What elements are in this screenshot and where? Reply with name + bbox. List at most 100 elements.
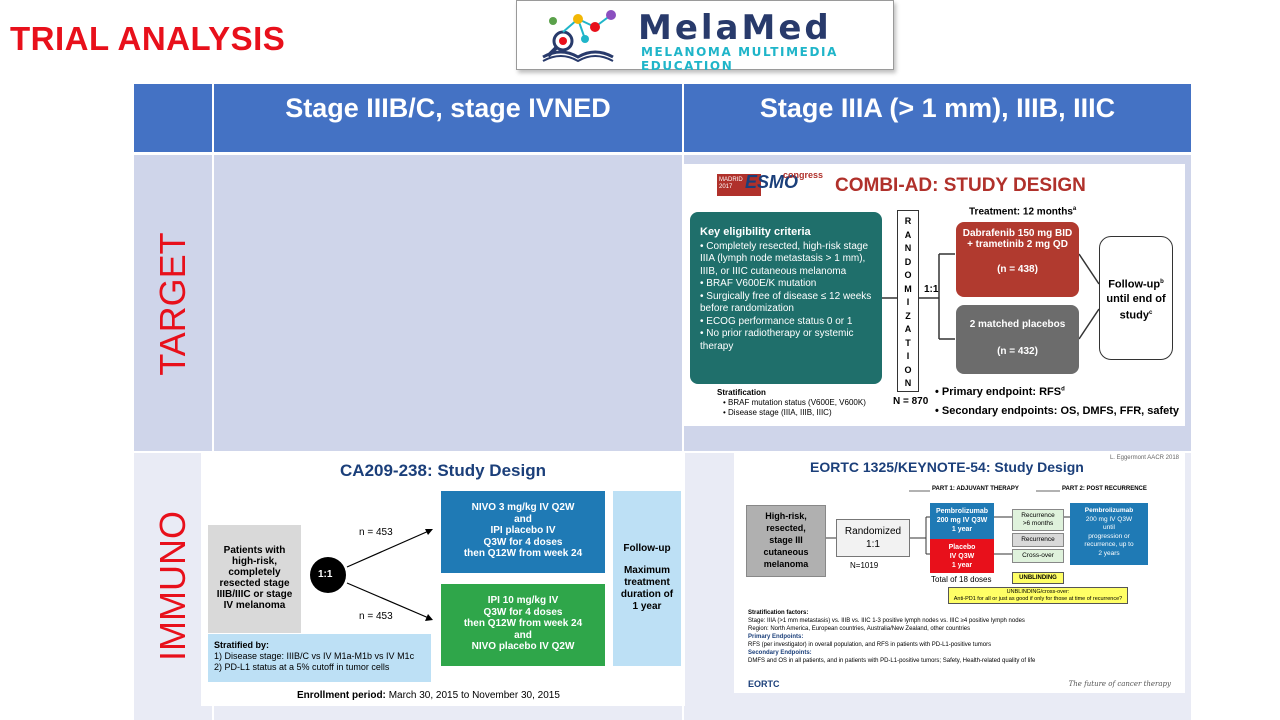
- followup-text2: until end of study: [1106, 292, 1166, 322]
- keynote-part1: PART 1: ADJUVANT THERAPY: [932, 486, 1019, 492]
- strat-item: Stage: IIIA (>1 mm metastasis) vs. IIIB …: [748, 618, 1025, 624]
- secondary-item: DMFS and OS in all patients, and in pati…: [748, 658, 1036, 664]
- esmo-madrid: MADRID: [719, 177, 743, 183]
- stratified-item: 2) PD-L1 status at a 5% cutoff in tumor …: [214, 662, 390, 672]
- treatment-text: Treatment: 12 months: [969, 206, 1073, 218]
- stratified-item: 1) Disease stage: IIIB/C vs IV M1a-M1b v…: [214, 651, 415, 661]
- patients-line: stage III: [769, 535, 803, 545]
- eligibility-box: Key eligibility criteria • Completely re…: [690, 212, 882, 384]
- slide-title: TRIAL ANALYSIS: [10, 20, 286, 57]
- esmo-word: ESMO: [745, 172, 799, 192]
- keynote-unblinding-note: UNBLINDING/cross-over: Anti-PD1 for all …: [948, 587, 1128, 604]
- ca209-n-bottom: n = 453: [359, 611, 393, 622]
- logo-subtitle: MELANOMA MULTIMEDIA EDUCATION: [641, 45, 838, 73]
- eligibility-item: • Surgically free of disease ≤ 12 weeks …: [700, 290, 872, 315]
- eligibility-title: Key eligibility criteria: [700, 226, 811, 238]
- ca209-arrows: [310, 529, 433, 621]
- combi-connectors: [882, 253, 1100, 340]
- rand-letter: I: [906, 351, 910, 361]
- arm1-line: NIVO 3 mg/kg IV Q2W: [471, 502, 575, 513]
- strat-title: Stratification factors:: [748, 610, 809, 616]
- stratified-title: Stratified by:: [214, 640, 270, 650]
- part2-line: 2 years: [1098, 549, 1120, 557]
- header-corner-cell: [134, 84, 212, 152]
- row1-col1-cell: [214, 155, 682, 451]
- arm2-box: 2 matched placebos (n = 432): [956, 305, 1079, 374]
- arm1-n: (n = 438): [997, 264, 1038, 275]
- primary-sup: d: [1061, 386, 1065, 393]
- arm2-n: (n = 432): [997, 346, 1038, 357]
- pembro-line: 1 year: [951, 526, 973, 533]
- row1-label-cell: TARGET: [134, 155, 212, 451]
- keynote-placebo-box: Placebo IV Q3W 1 year: [930, 539, 994, 573]
- patients-line: High-risk,: [765, 511, 807, 521]
- ca209-arm1-box: NIVO 3 mg/kg IV Q2W and IPI placebo IV Q…: [441, 491, 605, 573]
- rand-letter: Z: [905, 310, 911, 321]
- rand-letter: O: [904, 364, 912, 375]
- followup-box: Follow-upb until end of studyc: [1099, 236, 1173, 360]
- ca209-n-top: n = 453: [359, 527, 393, 538]
- header-col2: Stage IIIA (> 1 mm), IIIB, IIIC: [684, 84, 1191, 152]
- placebo-line: Placebo: [948, 544, 976, 551]
- keynote-tagline: The future of cancer therapy: [1068, 680, 1171, 688]
- stratification-item: • BRAF mutation status (V600E, V600K): [723, 398, 866, 407]
- ca209-stratified-box: Stratified by: 1) Disease stage: IIIB/C …: [208, 634, 431, 682]
- arm1-line: IPI placebo IV: [490, 525, 556, 536]
- arm1-line: and: [514, 513, 532, 525]
- recurrence1-line: Recurrence: [1021, 512, 1055, 519]
- keynote-unblinding: UNBLINDING: [1012, 572, 1064, 584]
- placebo-line: 1 year: [951, 562, 973, 569]
- primary-endpoint: • Primary endpoint: RFSd: [935, 386, 1065, 398]
- rand-letter: M: [904, 283, 912, 294]
- eligibility-item: • Completely resected, high-risk stage I…: [700, 240, 869, 277]
- arm1-line: Q3W for 4 doses: [483, 536, 563, 548]
- treatment-label: Treatment: 12 monthsa: [969, 206, 1076, 217]
- enrollment-value: March 30, 2015 to November 30, 2015: [388, 690, 560, 701]
- col1-header-text: Stage IIIB/C, stage IVNED: [285, 93, 611, 123]
- eligibility-item: • No prior radiotherapy or systemic ther…: [700, 328, 854, 352]
- keynote-footer-text: Stratification factors: Stage: IIIA (>1 …: [748, 609, 1178, 665]
- randomization-column: R A N D O M I Z A T I O N: [897, 210, 919, 392]
- ca209-figure: CA209-238: Study Design Patients with hi…: [201, 453, 685, 706]
- logo-wordmark: MelaMed: [638, 8, 832, 48]
- part2-line: recurrence, up to: [1084, 541, 1134, 548]
- randomized-line: 1:1: [866, 539, 880, 550]
- rand-letter: D: [904, 256, 912, 267]
- strat-item: Region: North America, European countrie…: [748, 626, 971, 632]
- pembro-line: Pembrolizumab: [935, 508, 989, 515]
- keynote-figure: L. Eggermont AACR 2018 EORTC 1325/KEYNOT…: [734, 453, 1185, 693]
- ca209-patients-box: Patients with high-risk, completely rese…: [208, 525, 301, 633]
- rand-letter: T: [905, 337, 911, 348]
- part2-line: 200 mg IV Q3W: [1085, 515, 1133, 523]
- randomized-line: Randomized: [844, 526, 902, 537]
- row2-label-cell: IMMUNO: [134, 453, 212, 720]
- arm2-line: NIVO placebo IV Q2W: [471, 641, 575, 652]
- arm1-text: Dabrafenib 150 mg BID + trametinib 2 mg …: [962, 228, 1073, 250]
- patients-line: melanoma: [763, 559, 809, 569]
- rand-letter: A: [904, 229, 912, 240]
- unblinding-note-line: Anti-PD1 for all or just as good if only…: [953, 596, 1123, 602]
- followup-line: duration of: [620, 589, 674, 600]
- followup-line: Maximum: [623, 565, 671, 576]
- primary-text: • Primary endpoint: RFS: [935, 386, 1062, 398]
- rand-letter: I: [906, 297, 910, 307]
- pembro-line: 200 mg IV Q3W: [936, 517, 988, 524]
- part2-line: Pembrolizumab: [1084, 507, 1134, 514]
- enrollment-label: Enrollment period:: [297, 690, 386, 701]
- esmo-badge: MADRID 2017: [717, 174, 761, 196]
- keynote-connectors: [826, 490, 1070, 555]
- row2-label: IMMUNO: [152, 511, 193, 661]
- recurrence1-line: >6 months: [1022, 520, 1054, 527]
- combi-ratio: 1:1: [924, 284, 939, 295]
- rand-letter: A: [904, 324, 912, 334]
- keynote-recurrence2: Recurrence: [1012, 533, 1064, 547]
- keynote-recurrence1: Recurrence >6 months: [1012, 509, 1064, 531]
- eligibility-item: • BRAF V600E/K mutation: [700, 278, 817, 289]
- ca209-ratio: 1:1: [318, 569, 333, 580]
- melamed-logo: MelaMed MELANOMA MULTIMEDIA EDUCATION: [516, 0, 894, 73]
- patients-line: cutaneous: [763, 547, 809, 557]
- patients-line: resected,: [766, 523, 806, 533]
- keynote-pembro-box: Pembrolizumab 200 mg IV Q3W 1 year: [930, 503, 994, 539]
- secondary-endpoint: • Secondary endpoints: OS, DMFS, FFR, sa…: [935, 405, 1180, 417]
- rand-letter: R: [904, 216, 912, 226]
